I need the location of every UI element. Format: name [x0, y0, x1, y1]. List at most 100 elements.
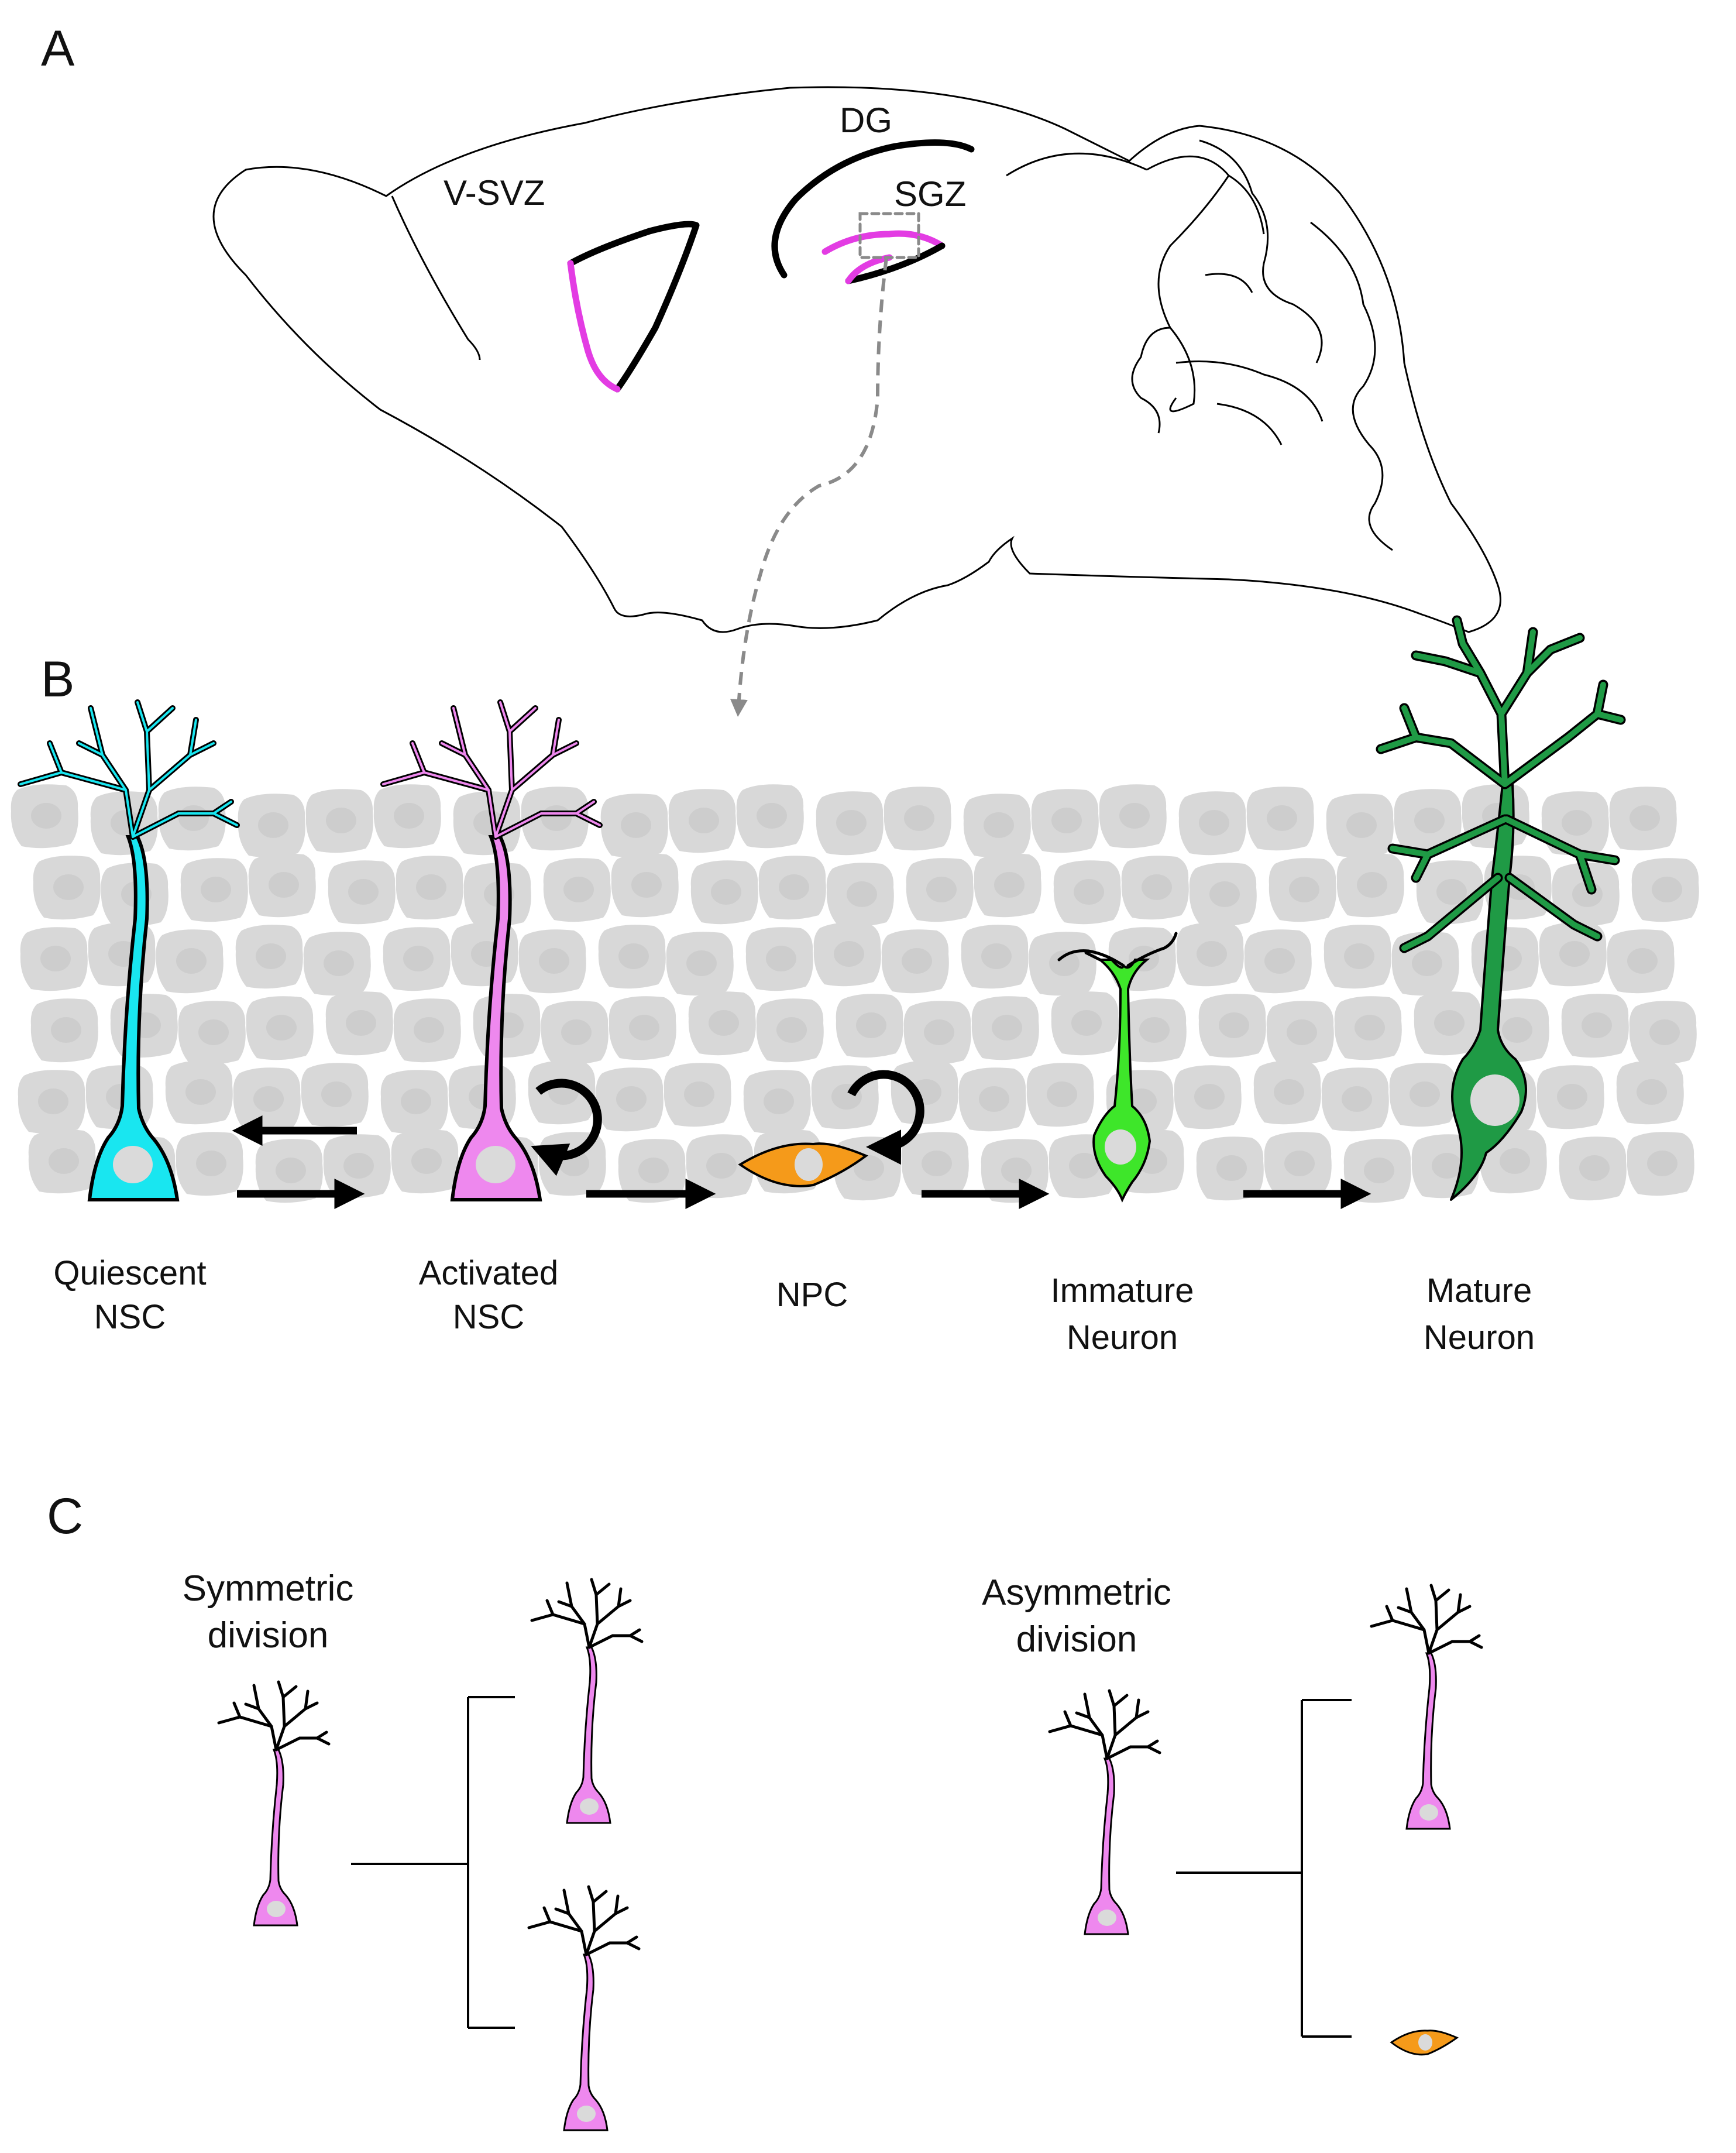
cycle-arrow-npc [847, 1070, 924, 1165]
tissue-cell [611, 853, 679, 918]
panel-c-letter: C [47, 1488, 83, 1544]
tissue-cell [1389, 1063, 1457, 1127]
panel-b-letter: B [41, 651, 74, 708]
tissue-cell [884, 787, 951, 851]
tissue-cell [816, 791, 884, 856]
tissue-cell [971, 996, 1039, 1060]
label-asymmetric-1: Asymmetric [982, 1572, 1171, 1613]
tissue-cell [666, 932, 734, 996]
tissue-cell [598, 925, 666, 989]
tissue-cell [958, 1067, 1026, 1132]
tissue-cell [393, 998, 461, 1063]
mature-neuron-cell [1376, 615, 1626, 1201]
asymmetric-bracket [1176, 1699, 1352, 2038]
label-npc: NPC [776, 1276, 848, 1314]
tissue-cell [1053, 860, 1121, 925]
tissue-cell [745, 927, 813, 991]
asymmetric-daughter-nsc [1371, 1585, 1481, 1829]
label-dg: DG [840, 101, 892, 140]
label-symmetric-2: division [208, 1615, 329, 1656]
tissue-cell [1607, 929, 1675, 994]
tissue-cell [30, 998, 98, 1063]
label-mature-1: Mature [1426, 1272, 1532, 1310]
tissue-cell [1631, 858, 1699, 922]
tissue-cell [328, 860, 396, 925]
asymmetric-parent-nsc [1050, 1691, 1160, 1934]
tissue-cell [1026, 1063, 1094, 1127]
tissue-cell [391, 1129, 459, 1194]
symmetric-daughter-nsc-1 [532, 1579, 642, 1823]
tissue-cell [974, 853, 1041, 918]
tissue-cell [891, 1060, 958, 1125]
brain-sagittal-outline [212, 86, 1501, 633]
tissue-cell [1174, 1065, 1242, 1129]
symmetric-parent-nsc [219, 1682, 329, 1925]
tissue-cell [11, 784, 78, 849]
tissue-cell [373, 784, 441, 849]
tissue-cell [963, 794, 1031, 858]
tissue-cell [758, 856, 826, 920]
asymmetric-division-diagram [1050, 1585, 1481, 2056]
tissue-cell [33, 856, 101, 920]
tissue-cell [688, 991, 756, 1056]
tissue-cell [664, 1063, 731, 1127]
tissue-cell [1176, 922, 1244, 987]
tissue-cell [600, 794, 668, 858]
tissue-cell [1609, 787, 1677, 851]
tissue-cell [1629, 1001, 1697, 1065]
tissue-cell [813, 922, 881, 987]
tissue-cell [1536, 1065, 1604, 1129]
tissue-cell [165, 1060, 233, 1125]
tissue-cell [1321, 1067, 1389, 1132]
cycle-arrow-activated-nsc [531, 1079, 602, 1176]
tissue-cell [826, 863, 894, 927]
npc-cell [738, 1142, 869, 1187]
label-quiescent-2: NSC [94, 1298, 166, 1336]
tissue-cell [1266, 1001, 1334, 1065]
tissue-cell [235, 925, 303, 989]
tissue-cell [1264, 1132, 1332, 1196]
tissue-cell [1324, 925, 1391, 989]
division-labels: Symmetric division Asymmetric division [183, 1568, 1171, 1660]
tissue-cell [1244, 929, 1312, 994]
tissue-cell [18, 1070, 85, 1134]
panel-a-letter: A [41, 20, 75, 77]
tissue-cell [301, 1063, 369, 1127]
tissue-cell [28, 1129, 96, 1194]
tissue-cell [1189, 863, 1257, 927]
label-immature-2: Neuron [1067, 1318, 1178, 1357]
tissue-cell [756, 998, 824, 1063]
asymmetric-daughter-npc [1390, 2030, 1459, 2056]
tissue-cell [1561, 994, 1629, 1058]
tissue-cell [1099, 784, 1167, 849]
tissue-cell [180, 858, 248, 922]
tissue-cell [1336, 853, 1404, 918]
tissue-cell [901, 1132, 969, 1196]
label-v-svz: V-SVZ [444, 173, 545, 212]
immature-neuron-cell [1057, 932, 1178, 1203]
stage-labels: Quiescent NSC Activated NSC NPC Immature… [53, 1254, 1535, 1357]
tissue-cell [736, 784, 804, 849]
tissue-cell [836, 994, 903, 1058]
tissue-cell [609, 996, 676, 1060]
tissue-cell [1198, 994, 1266, 1058]
tissue-cell [1326, 794, 1394, 858]
zoom-dashed-arrow [730, 257, 888, 717]
lineage-arrows [232, 1115, 1371, 1209]
label-asymmetric-2: division [1016, 1619, 1137, 1660]
tissue-cell [903, 1001, 971, 1065]
tissue-cell [1559, 1136, 1627, 1201]
tissue-cell [1334, 996, 1402, 1060]
tissue-cell [1616, 1060, 1684, 1125]
symmetric-division-diagram [219, 1579, 642, 2130]
tissue-cell [541, 1001, 609, 1065]
tissue-cell [323, 1134, 391, 1199]
tissue-cell [248, 853, 316, 918]
tissue-cell [1269, 858, 1336, 922]
label-sgz: SGZ [894, 174, 966, 214]
tissue-cell [233, 1067, 301, 1132]
tissue-cell [178, 1001, 246, 1065]
tissue-cell [518, 929, 586, 994]
tissue-cell [1253, 1060, 1321, 1125]
